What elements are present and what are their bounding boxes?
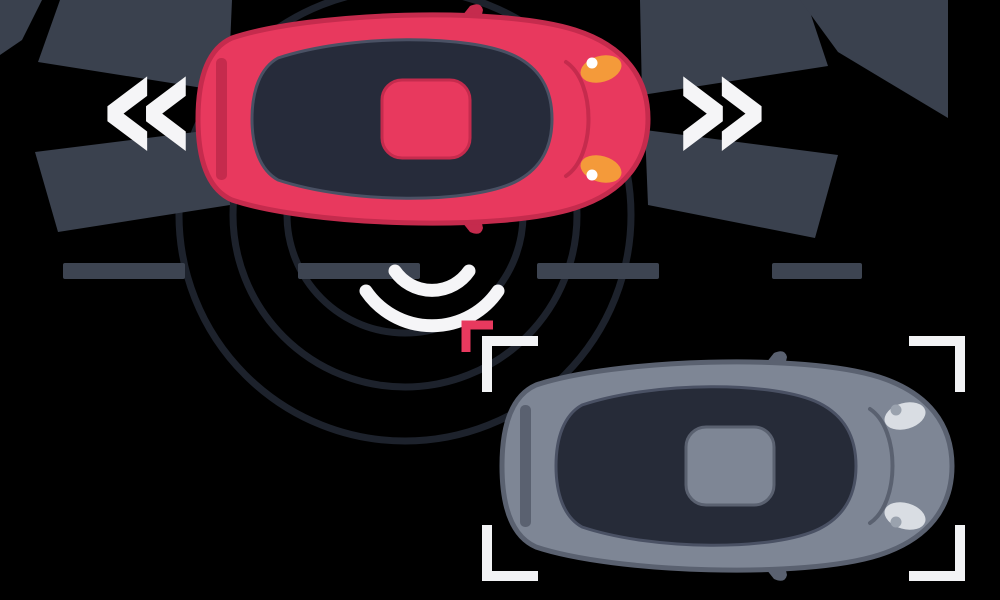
sensor-wedge-icon <box>35 128 230 232</box>
viewfinder-corner-top-right-icon <box>909 336 965 392</box>
sensor-fan-right <box>640 0 948 238</box>
viewfinder-corner-top-left-icon <box>482 336 538 392</box>
red-car <box>196 2 650 236</box>
red-corner-bracket-icon <box>461 320 493 352</box>
detection-viewfinder <box>482 336 965 581</box>
sensor-wedge-icon <box>640 0 828 95</box>
chevron-left-icon: « <box>95 9 202 201</box>
sensor-wedge-icon <box>800 0 948 118</box>
sensor-wedge-icon <box>645 130 838 238</box>
sonar-arc-outer <box>359 284 505 333</box>
lane-dash <box>298 263 420 279</box>
viewfinder-corner-bottom-left-icon <box>482 525 538 581</box>
chevron-right-icon: » <box>668 9 775 201</box>
lane-dash <box>63 263 185 279</box>
lane-markings <box>63 263 862 279</box>
lane-dash <box>772 263 862 279</box>
viewfinder-corner-bottom-right-icon <box>909 525 965 581</box>
sensor-wedge-icon <box>0 0 42 55</box>
radar-ring <box>175 0 635 445</box>
sensor-fan-left <box>0 0 232 232</box>
lane-dash <box>537 263 659 279</box>
sonar-waves-icon <box>359 264 505 333</box>
sensor-wedge-icon <box>38 0 232 92</box>
sonar-arc-inner <box>388 264 476 297</box>
gray-car <box>500 349 954 583</box>
